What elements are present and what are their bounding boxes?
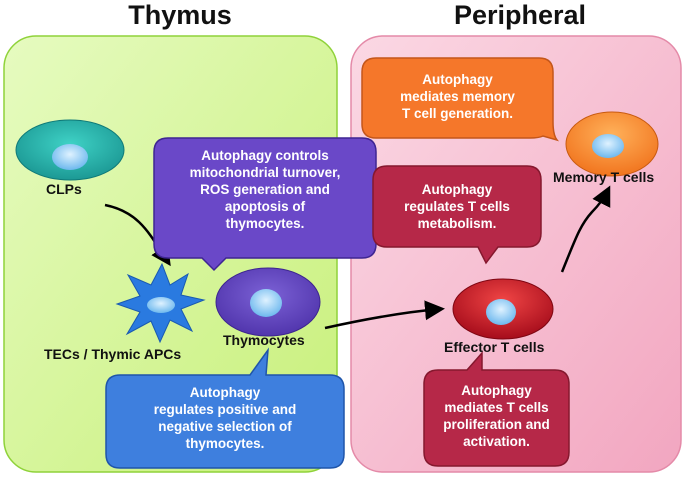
clp-cell (15, 119, 125, 181)
arrow-effector-to-memory (560, 185, 611, 273)
peripheral-title: Peripheral (453, 0, 587, 30)
memory-label: Memory T cells (553, 169, 655, 185)
effector-label: Effector T cells (444, 339, 545, 355)
callout-thymocyte-mito (153, 137, 377, 272)
callout-memory-generation (361, 57, 560, 142)
arrow-thymocyte-to-effector (324, 300, 445, 330)
callout-metabolism (372, 165, 542, 265)
clps-label: CLPs (46, 181, 82, 197)
callout-thymocyte-mito-text: Autophagy controls mitochondrial turnove… (189, 148, 341, 231)
thymocytes-label: Thymocytes (223, 332, 305, 348)
callout-proliferation-text: Autophagy mediates T cells proliferation… (443, 383, 550, 449)
thymocyte-cell (215, 267, 321, 337)
tecs-label: TECs / Thymic APCs (44, 346, 182, 362)
tec-star-cell (115, 262, 206, 344)
callout-selection (105, 347, 345, 469)
callout-selection-text: Autophagy regulates positive and negativ… (153, 385, 297, 451)
thymus-title: Thymus (128, 0, 232, 30)
effector-t-cell (452, 278, 554, 340)
callout-metabolism-text: Autophagy regulates T cells metabolism. (404, 182, 510, 231)
callout-proliferation (423, 351, 570, 467)
memory-t-cell (565, 111, 659, 177)
callout-memory-generation-text: Autophagy mediates memory T cell generat… (400, 72, 515, 121)
